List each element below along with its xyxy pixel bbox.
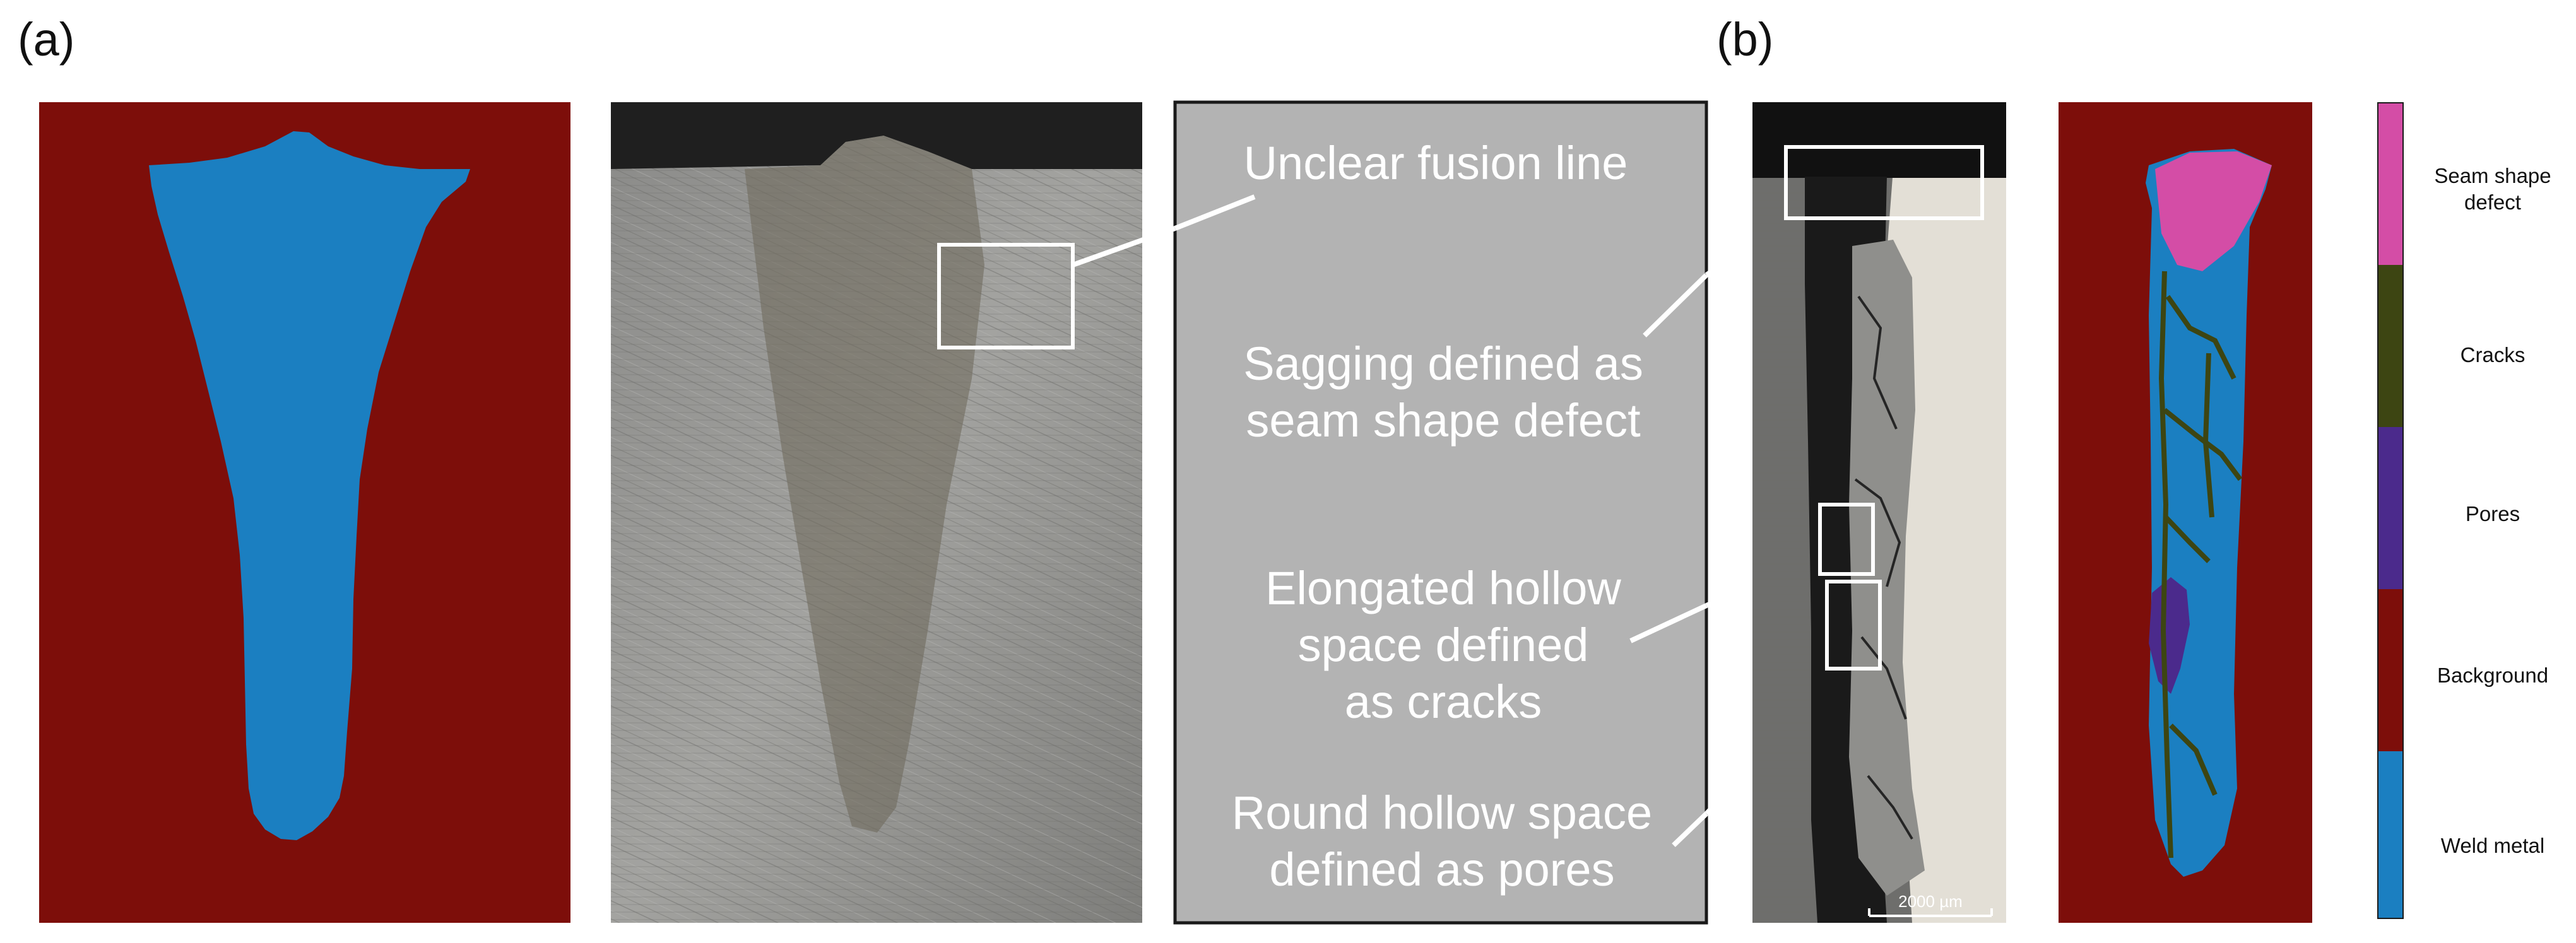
annotation-round-2: defined as pores [1269, 843, 1614, 896]
seam-shape-defect-region [2155, 151, 2272, 271]
connector-elongated [1629, 603, 1708, 643]
annotation-sagging-1: Sagging defined as [1243, 337, 1643, 390]
legend-label-pores: Pores [2466, 502, 2520, 525]
legend-swatch-cracks [2378, 265, 2403, 427]
connector-fusion-line-inner [1174, 194, 1256, 231]
annotation-elongated-3: as cracks [1345, 676, 1542, 728]
legend-label-background: Background [2437, 664, 2548, 687]
pores-region [2149, 577, 2190, 694]
segmentation-mask-a [39, 102, 570, 923]
scale-bar-label: 2000 µm [1898, 892, 1963, 911]
connector-fusion-line [1072, 226, 1176, 267]
micrograph-a [611, 102, 1142, 923]
legend-swatch-pores [2378, 427, 2403, 589]
legend-swatch-background [2378, 589, 2403, 751]
panel-b-label: (b) [1716, 13, 1773, 66]
weld-metal-region-a [149, 131, 470, 840]
connector-sagging [1643, 273, 1708, 337]
segmentation-mask-b [2059, 102, 2312, 923]
legend-label-seam-shape-2: defect [2464, 190, 2521, 214]
annotation-fusion-line: Unclear fusion line [1244, 137, 1628, 189]
legend-label-seam-shape-1: Seam shape [2434, 164, 2551, 187]
weld-metal-region-b [2146, 149, 2272, 877]
box-elongated [1818, 503, 1875, 576]
annotation-round-1: Round hollow space [1232, 787, 1652, 839]
annotation-panel: Unclear fusion line Sagging defined as s… [1173, 100, 1708, 925]
legend: Seam shape defect Cracks Pores Backgroun… [2377, 102, 2551, 919]
connector-round [1672, 812, 1708, 847]
annotation-sagging-2: seam shape defect [1246, 394, 1641, 447]
panel-a-label: (a) [18, 13, 74, 66]
annotation-elongated-1: Elongated hollow [1265, 562, 1621, 614]
box-seam-shape [1784, 145, 1984, 220]
cracks-region [2158, 271, 2243, 858]
micrograph-b: 2000 µm [1752, 102, 2006, 923]
connector-round-outer [1705, 764, 1753, 816]
fusion-zone [745, 136, 984, 833]
legend-swatch-seam-shape-defect [2378, 103, 2403, 265]
legend-swatch-weld-metal [2378, 751, 2403, 918]
fusion-line-box [937, 243, 1075, 349]
annotation-elongated-2: space defined [1298, 619, 1589, 671]
legend-label-cracks: Cracks [2461, 343, 2526, 366]
legend-label-weld-metal: Weld metal [2441, 834, 2544, 857]
box-round [1825, 580, 1882, 671]
